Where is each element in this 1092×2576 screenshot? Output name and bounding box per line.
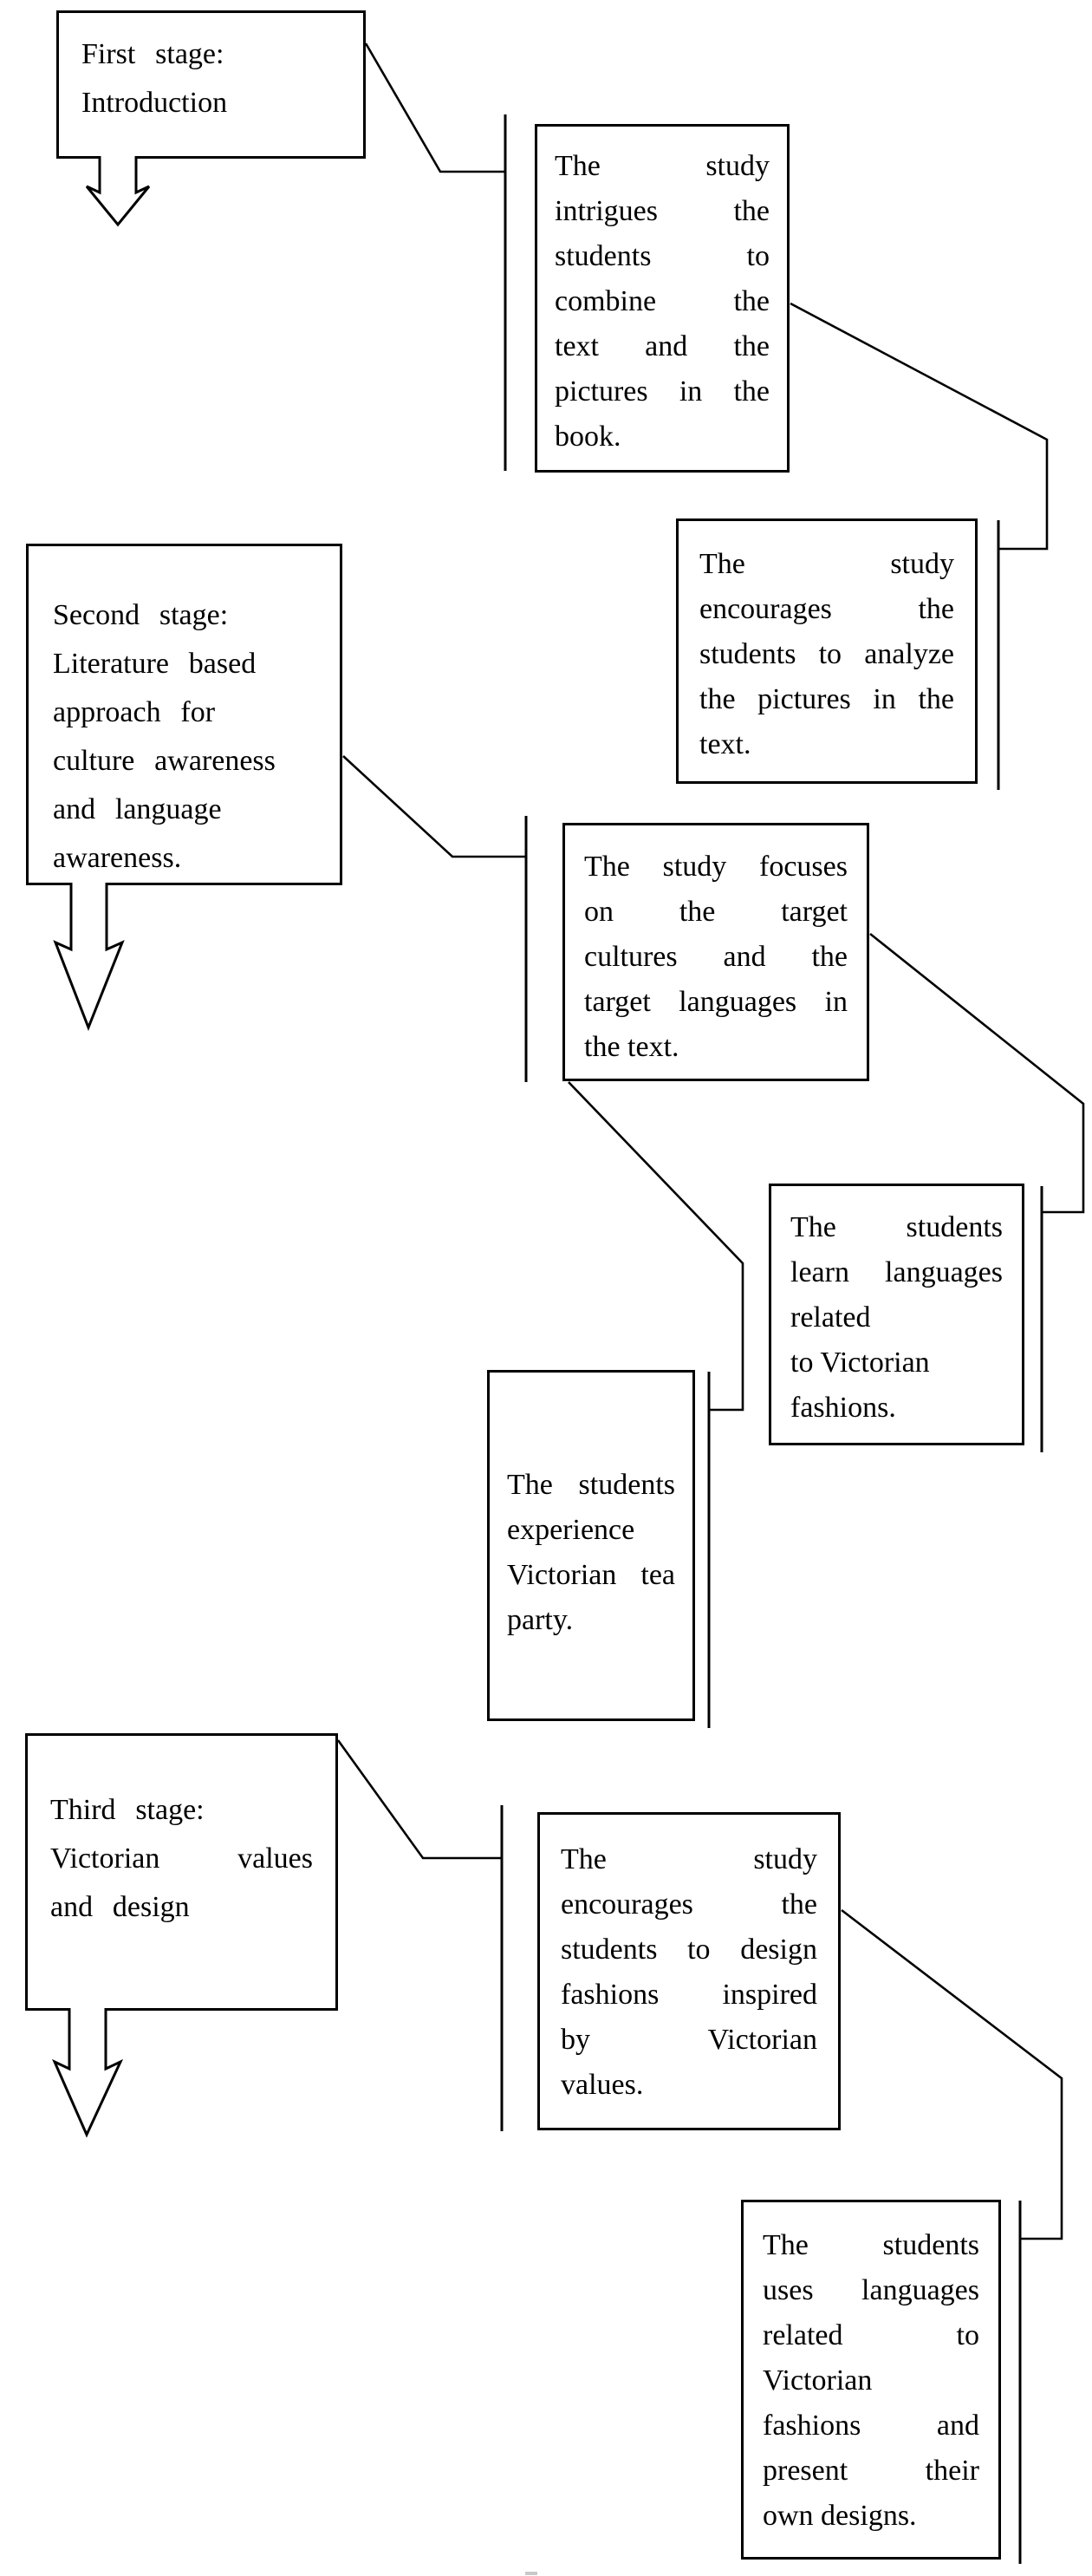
text-line: present their	[763, 2455, 979, 2487]
text-line: values.	[561, 2069, 644, 2101]
text-line: Third stage:	[50, 1794, 205, 1826]
text-line: the pictures in the	[699, 683, 954, 715]
text-line: the text.	[584, 1031, 679, 1063]
leader-line	[841, 1908, 1063, 2240]
leader-line	[790, 302, 1049, 551]
text-line: pictures in the	[555, 375, 770, 408]
callout-teaparty-box: The students experience Victorian tea pa…	[487, 1370, 695, 1721]
text-line: encourages the	[561, 1888, 817, 1921]
text-line: The study	[699, 548, 954, 580]
text-line: target languages in	[584, 986, 848, 1018]
text-line: students to design	[561, 1934, 817, 1966]
stage3-box: Third stage: Victorian values and design	[25, 1733, 338, 2011]
text-line: culture awareness	[53, 745, 276, 777]
text-line: students to analyze	[699, 638, 954, 670]
text-line: students to	[555, 240, 770, 272]
text-line: related	[790, 1301, 871, 1334]
text-line: cultures and the	[584, 941, 848, 973]
text-line: to Victorian	[790, 1347, 930, 1379]
text-line: book.	[555, 421, 621, 453]
text-line: by Victorian	[561, 2024, 817, 2056]
text-line: text and the	[555, 330, 770, 362]
text-line: encourages the	[699, 593, 954, 625]
text-line: The students	[763, 2229, 979, 2261]
text-line: own designs.	[763, 2500, 917, 2532]
text-line: Victorian values	[50, 1842, 313, 1875]
callout-analyze-box: The study encourages the students to ana…	[676, 518, 978, 784]
leader-line	[342, 755, 526, 858]
text-line: fashions.	[790, 1392, 896, 1424]
down-arrow-icon	[53, 883, 125, 1032]
text-line: and design	[50, 1891, 190, 1923]
text-line: The students	[790, 1211, 1003, 1243]
text-line: related to	[763, 2319, 979, 2351]
down-arrow-icon	[85, 156, 151, 227]
text-line: text.	[699, 728, 751, 760]
text-line: Literature based	[53, 648, 257, 680]
callout-present-box: The students uses languages related to V…	[741, 2200, 1001, 2560]
callout-learn-box: The students learn languages related to …	[769, 1184, 1024, 1445]
text-line: Second stage:	[53, 599, 229, 631]
callout-design-box: The study encourages the students to des…	[537, 1812, 841, 2130]
text-line: Introduction	[81, 87, 228, 119]
text-line: party.	[507, 1604, 574, 1636]
stage1-box: First stage: Introduction	[56, 10, 366, 159]
callout-intrigues-box: The study intrigues the students to comb…	[535, 124, 790, 473]
text-line: on the target	[584, 896, 848, 928]
down-arrow-icon	[52, 2008, 124, 2138]
leader-line	[364, 42, 505, 173]
text-line: fashions inspired	[561, 1979, 817, 2011]
page-number-clipped	[525, 2572, 537, 2575]
text-line: intrigues the	[555, 195, 770, 227]
stage2-box: Second stage: Literature based approach …	[26, 544, 342, 885]
text-line: awareness.	[53, 842, 182, 874]
leader-line	[869, 932, 1085, 1214]
text-line: First stage:	[81, 38, 224, 70]
callout-focuses-box: The study focuses on the target cultures…	[562, 823, 869, 1081]
text-line: Victorian tea	[507, 1559, 675, 1591]
text-line: The study focuses	[584, 851, 848, 883]
text-line: The study	[555, 150, 770, 182]
leader-line	[568, 1081, 744, 1412]
text-line: uses languages	[763, 2274, 979, 2306]
text-line: and language	[53, 793, 222, 825]
text-line: The students	[507, 1469, 675, 1501]
text-line: combine the	[555, 285, 770, 317]
leader-line	[336, 1739, 503, 1860]
text-line: The study	[561, 1843, 817, 1875]
text-line: learn languages	[790, 1256, 1003, 1288]
text-line: approach for	[53, 696, 216, 728]
text-line: Victorian	[763, 2364, 873, 2397]
text-line: fashions and	[763, 2410, 979, 2442]
text-line: experience	[507, 1514, 635, 1546]
